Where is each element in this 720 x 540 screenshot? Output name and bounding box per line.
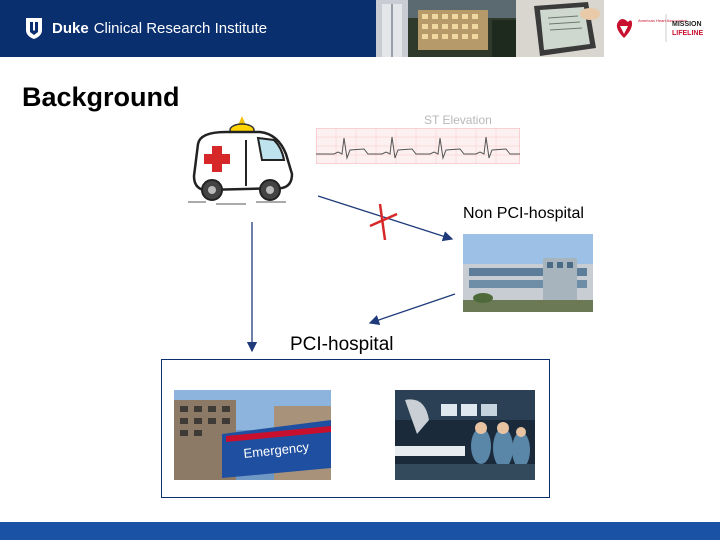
partner-small-text: American Heart Association [638,18,687,23]
emergency-photo: Emergency [174,390,331,480]
emergency-sign-text: Emergency [243,439,310,461]
footer-bar [0,522,720,540]
partner-brand-line2: LIFELINE [672,30,703,37]
duke-shield-icon [26,18,42,39]
header-bar: Duke Clinical Research Institute America… [0,0,720,57]
cross-icon [369,203,398,241]
partner-brand-line1: MISSION [672,21,702,28]
slide-title: Background [22,82,180,112]
partner-logo: American Heart Association MISSION LIFEL… [616,14,703,42]
partner-logo-panel: American Heart Association MISSION LIFEL… [604,0,720,57]
header-photo-tablet [516,0,604,57]
ecg-strip [316,128,520,164]
header-photo-1 [376,0,408,57]
arrow-non-pci-to-pci [368,293,456,325]
cath-lab-photo [395,390,535,480]
non-pci-hospital-label: Non PCI-hospital [463,205,584,222]
org-name-bold: Duke [52,19,89,37]
non-pci-hospital-photo [463,234,593,312]
ambulance-image [188,114,294,205]
header-photo-hospital [408,0,516,57]
pci-hospital-label: PCI-hospital [290,334,394,355]
st-elevation-label: ST Elevation [424,113,492,127]
org-name-rest: Clinical Research Institute [93,19,268,37]
duke-logo[interactable]: Duke Clinical Research Institute [24,16,267,40]
arrow-to-non-pci [317,195,454,242]
